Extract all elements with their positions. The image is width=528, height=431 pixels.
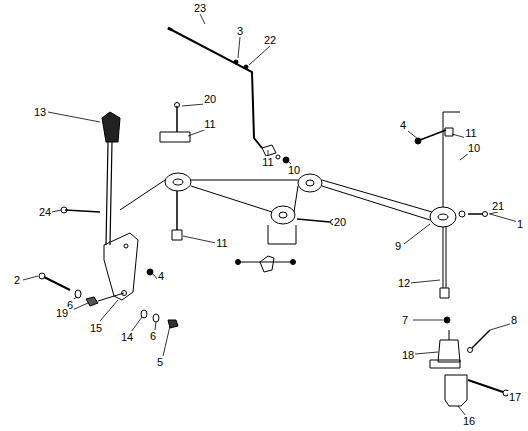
callout-number: 3 [236,25,244,37]
callout-number: 4 [399,119,407,131]
callout-number: 11 [261,156,274,168]
callout-number: 23 [193,2,207,14]
callout-number: 16 [462,415,476,427]
callout-number: 15 [89,322,103,334]
callout-number: 2 [13,274,21,286]
callout-number: 17 [508,391,522,403]
callout-number: 9 [394,240,402,252]
callout-number: 11 [215,237,228,249]
callout-number: 8 [510,314,518,326]
callout-number: 20 [203,93,217,105]
callout-number: 20 [333,216,347,228]
callout-number: 11 [203,118,216,130]
callout-number: 18 [401,349,415,361]
callout-number: 24 [38,206,52,218]
callout-number: 19 [55,307,69,319]
callout-number: 21 [491,200,505,212]
callout-number: 11 [464,127,477,139]
callout-number: 10 [467,142,481,154]
callout-number: 4 [157,270,165,282]
callout-number: 6 [149,330,157,342]
callout-number: 10 [287,164,301,176]
callout-number: 5 [156,356,164,368]
callout-number: 14 [120,331,134,343]
callout-number: 7 [401,314,409,326]
callout-number: 13 [33,106,47,118]
callout-number: 22 [263,34,277,46]
callout-number: 1 [516,218,524,230]
callout-number: 12 [397,277,411,289]
